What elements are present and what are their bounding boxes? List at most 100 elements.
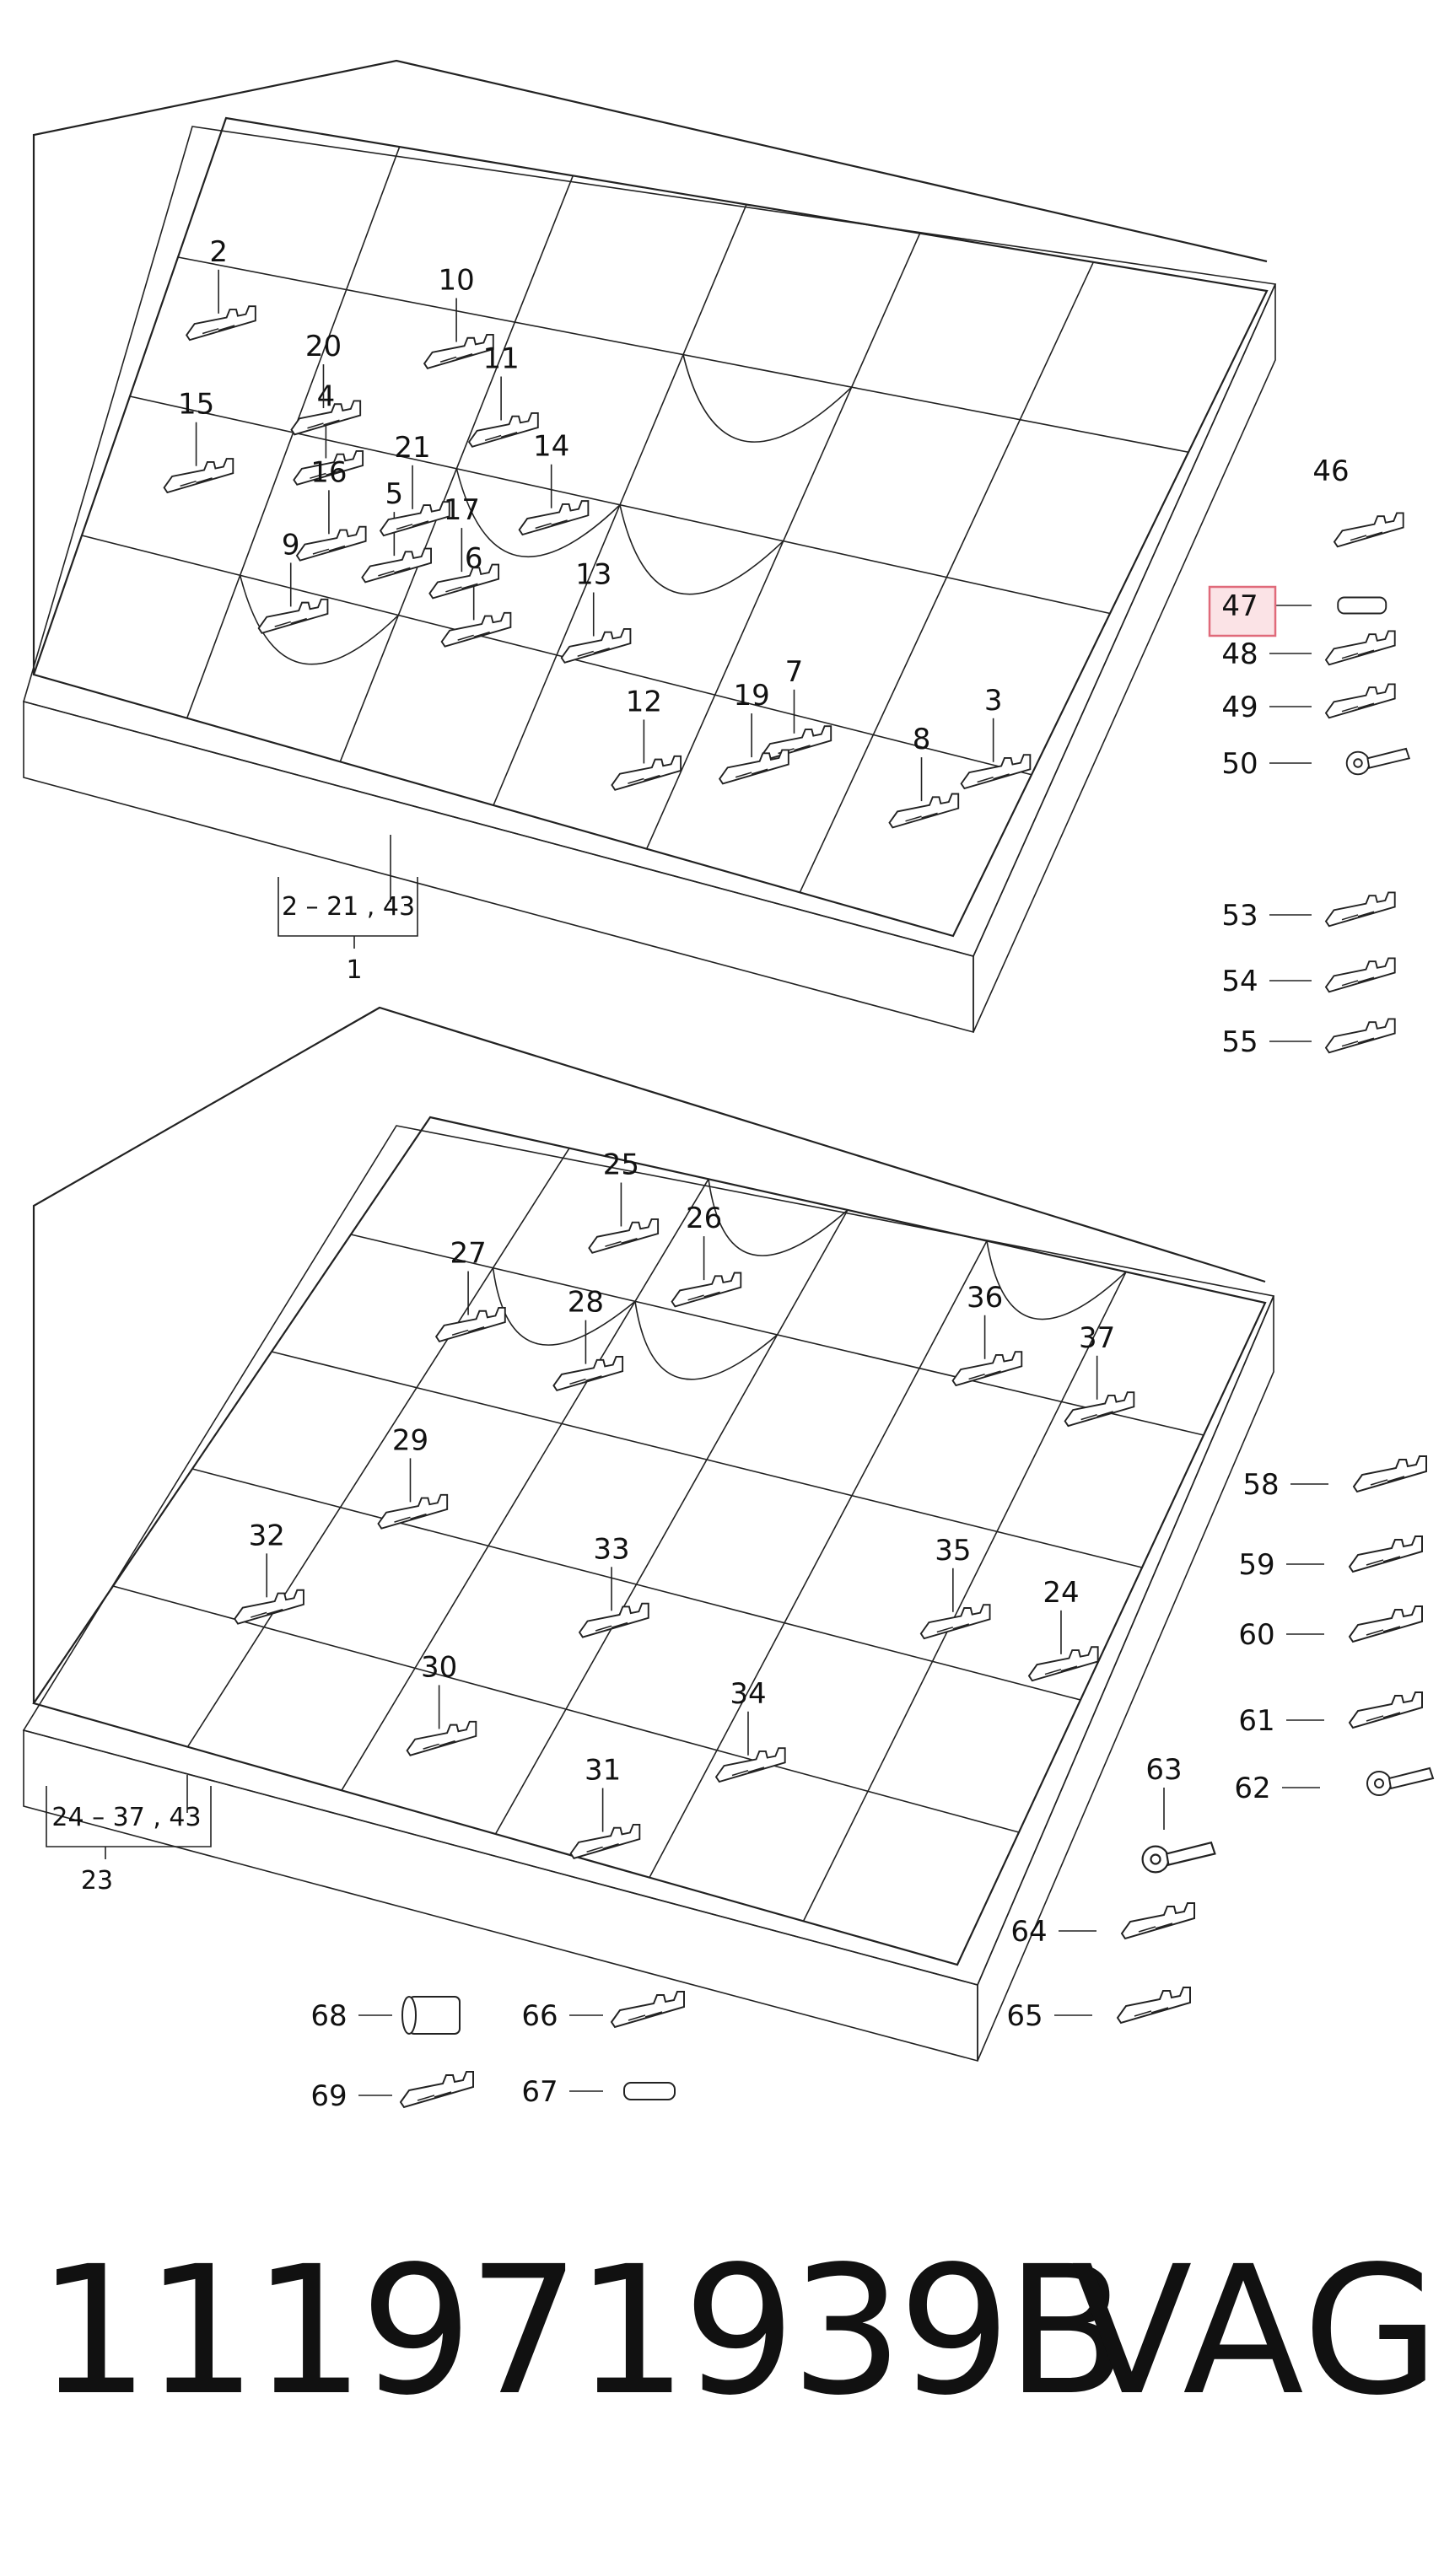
callout-label: 47 bbox=[1221, 589, 1258, 623]
terminal-68 bbox=[401, 1996, 461, 2035]
group-bracket-1: 2 – 21 , 431 bbox=[277, 835, 418, 985]
callout-label: 3 bbox=[984, 684, 1003, 718]
callout-10: 10 bbox=[438, 264, 475, 342]
callout-48: 48 bbox=[1221, 637, 1312, 671]
divider bbox=[341, 1178, 709, 1791]
callout-label: 49 bbox=[1221, 691, 1258, 724]
callout-label: 32 bbox=[249, 1519, 285, 1552]
callout-26: 26 bbox=[686, 1202, 722, 1281]
callout-label: 67 bbox=[521, 2075, 558, 2109]
callout-12: 12 bbox=[626, 685, 662, 764]
callout-label: 11 bbox=[482, 342, 519, 376]
callout-label: 54 bbox=[1221, 965, 1258, 998]
bracket bbox=[46, 1786, 212, 1859]
callout-68: 68 bbox=[310, 1999, 392, 2033]
callout-label: 61 bbox=[1238, 1704, 1274, 1738]
terminal-20 bbox=[290, 400, 362, 436]
terminal-59 bbox=[1348, 1535, 1423, 1573]
callout-53: 53 bbox=[1221, 899, 1312, 933]
callout-37: 37 bbox=[1079, 1321, 1115, 1400]
callout-label: 65 bbox=[1006, 1999, 1043, 2033]
callout-label: 26 bbox=[686, 1202, 722, 1235]
group-id: 23 bbox=[81, 1866, 113, 1896]
callout-36: 36 bbox=[967, 1281, 1003, 1359]
empty-compartment bbox=[492, 1267, 636, 1346]
terminal-46 bbox=[1333, 512, 1404, 548]
callout-32: 32 bbox=[249, 1519, 285, 1598]
terminal-37 bbox=[1064, 1391, 1135, 1428]
terminal-27 bbox=[434, 1307, 506, 1342]
callout-33: 33 bbox=[593, 1532, 630, 1611]
callout-label: 50 bbox=[1221, 747, 1258, 781]
terminal-53 bbox=[1324, 891, 1396, 928]
callout-35: 35 bbox=[935, 1534, 971, 1612]
callout-label: 69 bbox=[310, 2079, 347, 2113]
callout-label: 14 bbox=[533, 430, 569, 464]
terminal-35 bbox=[919, 1604, 991, 1640]
group-id: 1 bbox=[346, 955, 362, 985]
callout-label: 46 bbox=[1312, 454, 1349, 488]
terminal-47 bbox=[1337, 596, 1387, 615]
callout-30: 30 bbox=[421, 1650, 457, 1729]
divider bbox=[802, 1271, 1127, 1922]
callout-label: 13 bbox=[575, 558, 612, 592]
terminal-36 bbox=[951, 1351, 1023, 1387]
terminal-65 bbox=[1116, 1987, 1191, 2025]
callout-16: 16 bbox=[310, 455, 348, 535]
terminal-60 bbox=[1348, 1605, 1423, 1643]
terminal-28 bbox=[552, 1356, 624, 1392]
tray-top bbox=[23, 59, 1277, 1034]
group-range: 24 – 37 , 43 bbox=[51, 1803, 201, 1832]
terminal-11 bbox=[467, 411, 539, 448]
terminal-5 bbox=[361, 547, 432, 583]
callout-label: 37 bbox=[1079, 1321, 1115, 1355]
callout-label: 10 bbox=[438, 264, 474, 298]
callout-label: 53 bbox=[1221, 899, 1258, 933]
callout-61: 61 bbox=[1238, 1704, 1324, 1738]
callout-63: 63 bbox=[1145, 1753, 1183, 1830]
divider bbox=[271, 1351, 1143, 1568]
terminal-30 bbox=[406, 1720, 477, 1756]
callout-label: 59 bbox=[1238, 1548, 1274, 1582]
group-bracket-23: 24 – 37 , 43 23 bbox=[46, 1775, 212, 1896]
terminal-32 bbox=[234, 1589, 304, 1625]
terminal-16 bbox=[295, 525, 367, 562]
callout-label: 35 bbox=[935, 1534, 971, 1568]
terminal-49 bbox=[1324, 683, 1396, 719]
terminal-61 bbox=[1348, 1691, 1423, 1729]
terminal-9 bbox=[257, 598, 329, 634]
callout-24: 24 bbox=[1043, 1576, 1080, 1654]
divider bbox=[186, 1148, 570, 1748]
terminal-62 bbox=[1366, 1767, 1435, 1796]
terminal-54 bbox=[1324, 957, 1396, 993]
terminal-25 bbox=[588, 1218, 660, 1254]
callout-15: 15 bbox=[178, 388, 214, 466]
empty-compartment bbox=[455, 468, 621, 558]
divider bbox=[649, 1240, 988, 1879]
callout-label: 66 bbox=[521, 1999, 558, 2033]
terminal-6 bbox=[440, 611, 512, 648]
callout-49: 49 bbox=[1221, 691, 1312, 724]
callout-label: 34 bbox=[730, 1677, 766, 1711]
terminal-3 bbox=[960, 754, 1032, 790]
terminal-26 bbox=[671, 1272, 742, 1308]
callout-19: 19 bbox=[734, 679, 770, 758]
terminal-12 bbox=[611, 755, 682, 791]
callout-25: 25 bbox=[603, 1148, 639, 1227]
terminal-64 bbox=[1120, 1902, 1195, 1940]
empty-compartment bbox=[986, 1240, 1127, 1320]
terminal-33 bbox=[578, 1602, 649, 1638]
callout-27: 27 bbox=[450, 1237, 487, 1315]
callout-label: 12 bbox=[626, 685, 662, 718]
callout-20: 20 bbox=[305, 330, 342, 409]
callout-67: 67 bbox=[521, 2075, 603, 2109]
callout-label: 33 bbox=[593, 1532, 629, 1566]
empty-compartment bbox=[239, 575, 399, 665]
callout-59: 59 bbox=[1238, 1548, 1324, 1582]
terminal-34 bbox=[714, 1747, 786, 1783]
empty-compartment bbox=[619, 504, 784, 595]
terminal-2 bbox=[185, 305, 256, 341]
callout-label: 29 bbox=[392, 1423, 428, 1457]
callout-58: 58 bbox=[1242, 1468, 1328, 1502]
tray-edge bbox=[23, 1729, 978, 2062]
